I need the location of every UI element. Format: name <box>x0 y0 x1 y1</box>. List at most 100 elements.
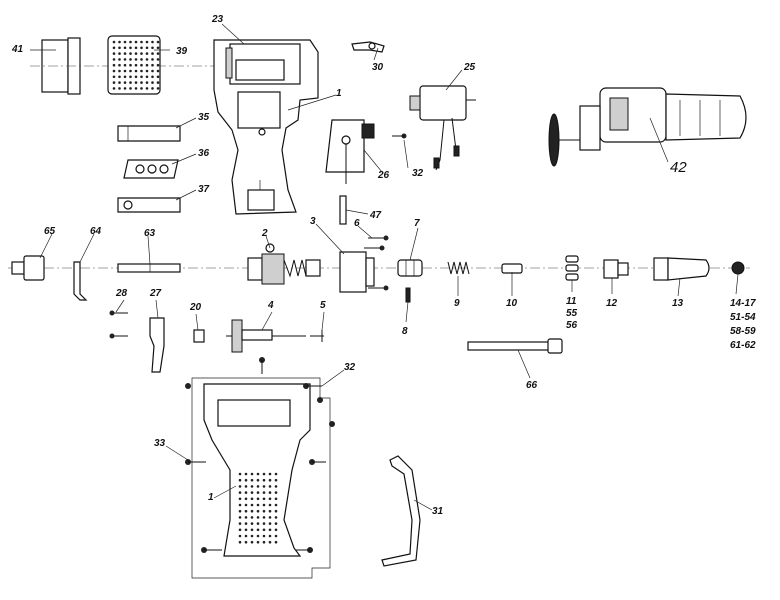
perforation-hole <box>256 534 260 538</box>
perforation-hole <box>156 40 160 44</box>
perforation-hole <box>268 478 272 482</box>
perforation-hole <box>129 40 132 44</box>
perforation-hole <box>244 528 248 532</box>
part-42-drive-assembly <box>548 87 747 167</box>
perforation-hole <box>123 52 127 55</box>
callout-12: 12 <box>606 298 618 309</box>
perforation-hole <box>129 63 132 67</box>
perforation-hole <box>256 491 260 494</box>
perforation-hole <box>238 540 242 544</box>
perforation-hole <box>244 472 248 476</box>
perforation-hole <box>151 87 154 90</box>
perforation-hole <box>238 497 242 501</box>
part-13-nose-housing <box>653 257 710 281</box>
callout-11: 11 <box>566 296 577 307</box>
perforation-hole <box>274 491 278 494</box>
part-4-spindle <box>226 319 306 353</box>
perforation-hole <box>145 81 149 84</box>
perforation-hole <box>256 497 260 501</box>
part-1-main-housing <box>213 39 319 215</box>
callout-42: 42 <box>670 159 687 176</box>
perforation-hole <box>140 81 143 84</box>
perforation-hole <box>151 46 154 50</box>
perforation-hole <box>238 472 242 476</box>
perforation-hole <box>112 81 116 84</box>
callout-27: 27 <box>149 288 162 299</box>
part-6-screws <box>364 235 389 291</box>
part-27-trigger <box>149 317 165 373</box>
perforation-hole <box>250 528 254 532</box>
perforation-hole <box>274 509 278 513</box>
perforation-hole <box>238 485 242 488</box>
perforation-hole <box>145 46 149 50</box>
callout-33: 33 <box>154 438 166 449</box>
perforation-hole <box>129 81 132 84</box>
callout-4: 4 <box>267 300 274 311</box>
perforation-hole <box>156 69 160 73</box>
perforation-hole <box>244 534 248 538</box>
perforation-hole <box>112 40 116 44</box>
callout-30: 30 <box>372 62 384 73</box>
perforation-hole <box>274 503 278 507</box>
callout-56: 56 <box>566 320 578 331</box>
part-39-filter-sleeve <box>107 35 161 95</box>
callout-28: 28 <box>115 288 128 299</box>
perforation-hole <box>274 534 278 538</box>
callout-20: 20 <box>189 302 202 313</box>
perforation-hole <box>262 497 266 501</box>
perforation-hole <box>112 87 116 90</box>
callout-41: 41 <box>11 44 24 55</box>
housing-frame <box>191 377 331 579</box>
callout-35: 35 <box>198 112 210 123</box>
perforation-hole <box>256 472 260 476</box>
perforation-hole <box>250 516 254 519</box>
part-36-holed-plate <box>123 159 179 179</box>
perforation-hole <box>256 503 260 507</box>
perforation-hole <box>274 497 278 501</box>
perforation-hole <box>250 485 254 488</box>
perforation-hole <box>112 75 116 79</box>
callout-32-upper: 32 <box>412 168 424 179</box>
perforation-hole <box>129 69 132 73</box>
part-28-screws <box>109 310 128 339</box>
perforation-hole <box>145 40 149 44</box>
callout-63: 63 <box>144 228 156 239</box>
perforation-hole <box>118 81 121 84</box>
perforation-hole <box>262 516 266 519</box>
perforation-hole <box>268 472 272 476</box>
perforation-hole <box>262 491 266 494</box>
perforation-hole <box>244 516 248 519</box>
perforation-hole <box>274 516 278 519</box>
callout-leaders <box>30 23 739 511</box>
part-65-end-cap <box>11 255 45 281</box>
perforation-hole <box>238 478 242 482</box>
perforation-hole <box>140 40 143 44</box>
part-20-nut <box>193 329 205 343</box>
callout-3: 3 <box>310 216 316 227</box>
perforation-hole <box>145 75 149 79</box>
perforation-hole <box>118 58 121 61</box>
perforation-hole <box>262 472 266 476</box>
perforation-hole <box>268 540 272 544</box>
perforation-hole <box>118 75 121 79</box>
perforation-hole <box>134 81 138 84</box>
perforation-hole <box>140 58 143 61</box>
perforation-hole <box>268 503 272 507</box>
perforation-hole <box>151 75 154 79</box>
perforation-hole <box>118 40 121 44</box>
perforation-hole <box>140 52 143 55</box>
part-47-pin <box>339 195 347 225</box>
perforation-hole <box>268 534 272 538</box>
perforation-hole <box>256 485 260 488</box>
perforation-hole <box>262 503 266 507</box>
part-10-piston <box>501 263 523 274</box>
perforation-hole <box>123 87 127 90</box>
perforation-hole <box>256 522 260 525</box>
callout-1-bottom: 1 <box>208 492 214 503</box>
part-9-spring <box>447 261 470 275</box>
perforation-hole <box>250 472 254 476</box>
perforation-hole <box>151 40 154 44</box>
part-31-bail-handle <box>381 455 421 567</box>
callout-65: 65 <box>44 226 56 237</box>
perforation-hole <box>250 522 254 525</box>
